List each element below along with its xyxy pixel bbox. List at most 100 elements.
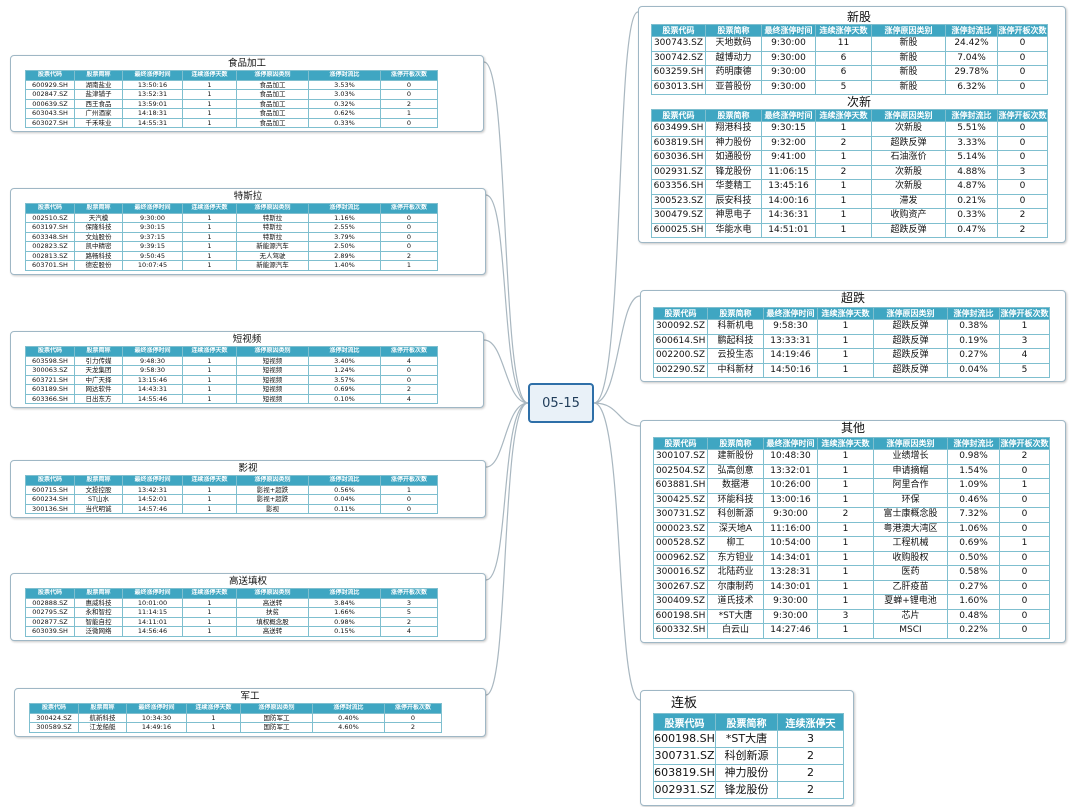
table-cell: 2	[815, 164, 872, 180]
table-cell: 3.03%	[308, 89, 381, 100]
table-cell: 13:52:31	[122, 89, 183, 100]
table-cell: 0	[380, 494, 438, 505]
table-cell: 数据港	[707, 478, 764, 494]
table-cell: 网达软件	[74, 384, 123, 395]
table-cell: 2.50%	[308, 241, 381, 252]
table-cell: 滞发	[871, 193, 946, 209]
table-cell: 1	[182, 260, 237, 271]
column-header: 连续涨停天数	[817, 307, 874, 320]
table-cell: 002200.SZ	[653, 348, 708, 364]
table-cell: 0.21%	[945, 193, 998, 209]
panel-tesila: 特斯拉股票代码股票简称最终涨停时间连续涨停天数涨停原因类别涨停封流比涨停开板次数…	[10, 188, 486, 275]
table-cell: 1	[817, 550, 874, 566]
table-cell: 4	[380, 355, 438, 366]
table-cell: 9:41:00	[761, 150, 816, 166]
table-cell: 高送转	[236, 626, 309, 637]
table-cell: 603819.SH	[651, 135, 706, 151]
table-cell: 短视频	[236, 384, 309, 395]
table-cell: 13:45:16	[761, 179, 816, 195]
table-cell: 002813.SZ	[25, 250, 75, 261]
column-header: 涨停封流比	[947, 437, 1000, 450]
table-cell: 603356.SH	[651, 179, 706, 195]
table-cell: 新股	[871, 79, 946, 95]
table-cell: 300424.SZ	[29, 712, 79, 723]
column-header: 涨停开板次数	[999, 437, 1050, 450]
table-cell: 10:54:00	[763, 536, 818, 552]
column-header: 连续涨停天数	[182, 70, 237, 81]
table-cell: 尔康制药	[707, 579, 764, 595]
table-cell: 2	[997, 222, 1048, 238]
table-cell: 4.88%	[945, 164, 998, 180]
table-cell: 2	[380, 98, 438, 109]
center-node-date[interactable]: 05-15	[528, 383, 594, 423]
panel-title: 次新	[846, 95, 871, 109]
table-cell: 5	[999, 362, 1050, 378]
table-cell: 0	[997, 150, 1048, 166]
panel-duanshipin: 短视频股票代码股票简称最终涨停时间连续涨停天数涨停原因类别涨停封流比涨停开板次数…	[10, 331, 484, 408]
table-cell: 14:56:46	[122, 626, 183, 637]
table-cell: 当代明诚	[74, 503, 123, 514]
column-header: 股票代码	[653, 307, 708, 320]
table-header-row: 股票代码股票简称最终涨停时间连续涨停天数涨停原因类别涨停封流比涨停开板次数	[25, 203, 438, 214]
table-cell: 4.87%	[945, 179, 998, 195]
